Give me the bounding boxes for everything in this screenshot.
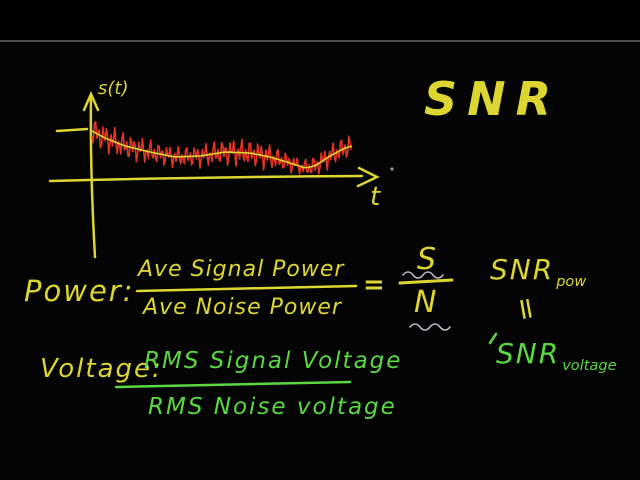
letterbox-separator-line — [0, 40, 640, 42]
equals-sign: = — [363, 270, 385, 300]
snr-voltage-subscript: voltage — [562, 356, 617, 374]
snr-pow-base: SNR — [490, 253, 555, 286]
y-axis-tick — [55, 127, 89, 133]
power-fraction-denominator: Ave Noise Power — [143, 295, 342, 320]
blackboard — [0, 42, 640, 480]
page-title: SNR — [424, 72, 562, 126]
squiggle-under-s — [402, 271, 444, 279]
x-axis-arrow-icon — [356, 166, 380, 188]
stray-dot — [390, 167, 394, 171]
signal-mean-curve — [91, 130, 353, 169]
power-label: Power: — [24, 274, 135, 308]
snr-pow-subscript: pow — [556, 272, 587, 290]
voltage-label: Voltage: — [40, 354, 163, 384]
x-axis-line — [48, 174, 364, 183]
squiggle-under-n — [409, 323, 451, 331]
y-axis-arrow-icon — [82, 90, 100, 112]
sn-fraction-bar — [398, 278, 454, 285]
stray-tick-mark — [488, 332, 498, 345]
sn-denominator: N — [414, 285, 437, 320]
voltage-fraction-numerator: RMS Signal Voltage — [144, 348, 403, 374]
voltage-fraction-bar — [114, 380, 352, 389]
noise-waveform — [91, 121, 352, 175]
y-axis-line — [89, 94, 97, 259]
y-axis-label: s(t) — [98, 78, 129, 99]
x-axis-label: t — [370, 182, 381, 212]
vertical-equals-sign: = — [506, 293, 546, 325]
power-fraction-numerator: Ave Signal Power — [138, 257, 345, 282]
sn-numerator: S — [417, 242, 437, 277]
power-fraction-bar — [135, 284, 358, 293]
snr-voltage-base: SNR — [496, 337, 561, 370]
voltage-fraction-denominator: RMS Noise voltage — [148, 394, 397, 420]
